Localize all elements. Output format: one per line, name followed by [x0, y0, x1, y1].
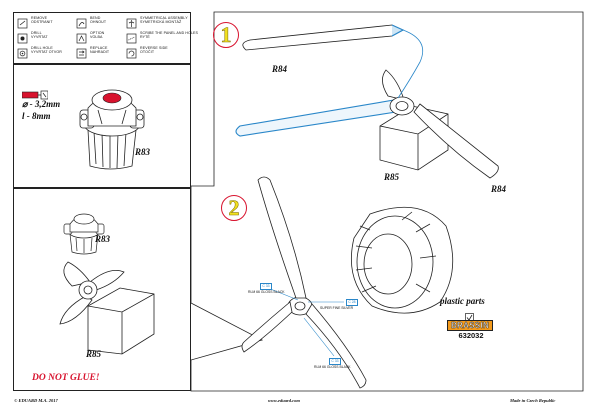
option-icon — [76, 31, 87, 44]
label-r84-top: R84 — [272, 64, 288, 74]
drill-bit-graphic — [21, 87, 49, 105]
callout-3-code: C 33 — [329, 358, 341, 365]
callout-2-text: SUPER FINE SILVER — [320, 306, 354, 310]
step-1-marker: 1 — [213, 22, 239, 48]
scribe-icon — [126, 31, 137, 44]
legend-drill: DRILL VYVRTAT — [31, 31, 48, 40]
remove-icon — [17, 16, 28, 29]
callout-2-code: C 28 — [346, 299, 358, 306]
step-2-marker: 2 — [221, 195, 247, 221]
label-r83-drill: R83 — [135, 147, 151, 157]
legend-panel — [13, 12, 191, 64]
part-r83-drill-illustration — [74, 80, 154, 177]
step-2-number: 2 — [228, 195, 240, 220]
part-r83-small-illustration — [62, 208, 106, 261]
footer-origin: Made in Czech Republic — [510, 398, 556, 403]
footer-copyright: © EDUARD M.A. 2017 — [14, 398, 58, 403]
legend-remove: REMOVE ODSTRANIT — [31, 16, 53, 25]
drill-hole-icon — [17, 46, 28, 59]
legend-scribe: SCRIBE THE PANEL AND HOLES RYTÉ — [140, 31, 199, 40]
legend-bend: BEND OHNOUT — [90, 16, 107, 25]
legend-drill-hole: DRILL HOLE VYVRTAT OTVOR — [31, 46, 62, 55]
brassin-logo: BRASSIN — [447, 320, 493, 331]
legend-option: OPTION VOLBA — [90, 31, 105, 40]
drill-icon — [17, 31, 28, 44]
label-r84-step1: R84 — [491, 184, 507, 194]
detail-panel-r85 — [13, 188, 191, 391]
assembly-r85-illustration — [50, 258, 156, 363]
drill-length: l - 8mm — [22, 111, 51, 121]
callout-1-text: RLM 66 GLOSS BLACK — [248, 290, 285, 294]
detail-panel-drill — [13, 64, 191, 188]
symmetry-icon — [126, 16, 137, 29]
legend-replace: REPLACE NAHRADIT — [90, 46, 110, 55]
do-not-glue: DO NOT GLUE! — [32, 373, 100, 383]
legend-symmetrical: SYMMETRICAL ASSEMBLY SYMETRICKÁ MONTÁŽ — [140, 16, 188, 25]
reverse-icon — [126, 46, 137, 59]
brassin-code: 632032 — [458, 331, 484, 340]
label-r83-small: R83 — [95, 234, 111, 244]
legend-reverse: REVERSE SIDE OTOČIT — [140, 46, 168, 55]
plastic-parts-title: plastic parts — [440, 296, 485, 306]
callout-1-code: C 33 — [260, 283, 272, 290]
step-1-number: 1 — [220, 22, 232, 47]
footer-website: www.eduard.com — [268, 398, 300, 403]
brassin-logo-text: BRASSIN — [450, 321, 490, 330]
callout-3-text: RLM 66 GLOSS BLACK — [314, 365, 351, 369]
label-r85-step1: R85 — [384, 172, 400, 182]
label-r85-lower: R85 — [86, 349, 102, 359]
replace-icon — [76, 46, 87, 59]
drill-diameter: ⌀ - 3,2mm — [22, 99, 61, 109]
bend-icon — [76, 16, 87, 29]
